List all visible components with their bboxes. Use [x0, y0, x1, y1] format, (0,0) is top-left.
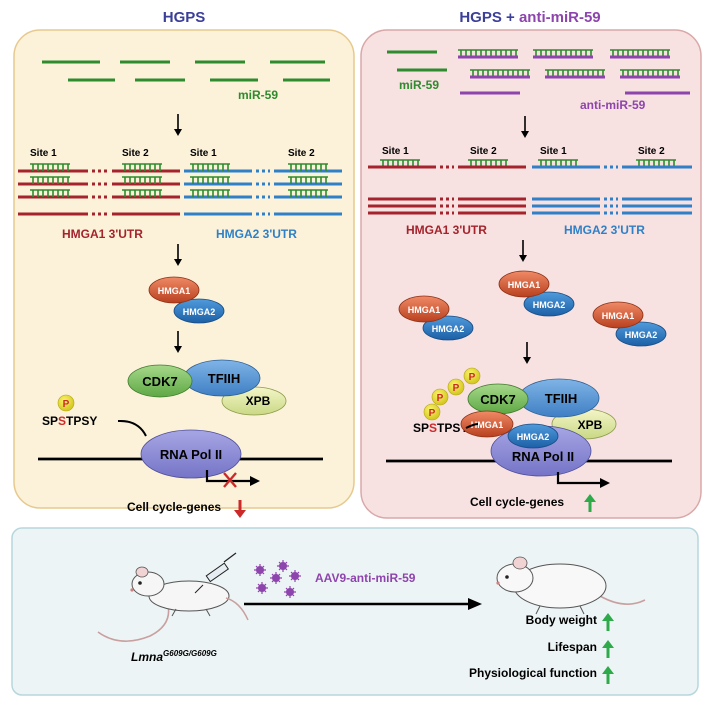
- right-panel-title: HGPS + anti-miR-59: [459, 9, 600, 26]
- right-utr1-label: HMGA1 3'UTR: [406, 223, 487, 237]
- left-cdk7-label: CDK7: [142, 374, 177, 389]
- left-down-arrow-icon: [234, 500, 246, 518]
- left-phospho-p-label: P: [63, 399, 70, 410]
- left-mirna-dashes: [42, 60, 330, 82]
- left-hmga2-label: HMGA2: [183, 307, 216, 317]
- right-hmga1-on-pol: [460, 410, 514, 438]
- left-site1-b: Site 1: [190, 148, 217, 159]
- left-cdk7-protein: [127, 364, 193, 398]
- treatment-label: AAV9-anti-miR-59: [315, 571, 416, 585]
- left-tfiih-label: TFIIH: [208, 371, 241, 386]
- right-utr2-label: HMGA2 3'UTR: [564, 223, 645, 237]
- right-ctd-sequence: SPSTPSY: [413, 421, 468, 435]
- right-anti-label: anti-miR-59: [580, 98, 646, 112]
- right-site1-a: Site 1: [382, 146, 409, 157]
- right-xpb-label: XPB: [578, 418, 603, 432]
- left-hmga1-protein: [148, 276, 200, 304]
- left-arrow-2: [174, 244, 182, 266]
- left-outcome-label: Cell cycle-genes: [127, 500, 221, 514]
- right-hmga2-protein-left: [422, 315, 474, 341]
- right-site1-b: Site 1: [540, 146, 567, 157]
- left-phospho-p: [57, 394, 75, 412]
- right-cdk7-label: CDK7: [480, 392, 515, 407]
- left-panel-title: HGPS: [163, 9, 206, 26]
- right-hmga2-on-pol: [507, 423, 559, 449]
- right-phospho-cluster: P P P P: [423, 367, 481, 421]
- outcome-body-weight: Body weight: [526, 613, 597, 627]
- right-hmga-complex-left: HMGA2 HMGA1: [398, 295, 474, 341]
- right-outcome-label: Cell cycle-genes: [470, 495, 564, 509]
- right-tfiih-label: TFIIH: [545, 391, 578, 406]
- aav-virus-icons: [254, 560, 301, 598]
- right-mirna-label: miR-59: [399, 78, 439, 92]
- right-hmga1-protein-right: [592, 301, 644, 329]
- left-bound-mirna-combs: [30, 163, 328, 197]
- right-hmga2-label-center: HMGA2: [533, 300, 566, 310]
- right-hmga2-label-left: HMGA2: [432, 324, 465, 334]
- right-p-label-1: P: [429, 408, 436, 419]
- right-p-label-2: P: [437, 393, 444, 404]
- left-ctd-sequence: SPSTPSY: [42, 414, 97, 428]
- right-hmga1-protein-center: [498, 270, 550, 298]
- right-hmga2-label-right: HMGA2: [625, 330, 658, 340]
- right-p-label-3: P: [453, 383, 460, 394]
- right-hmga1-on-pol-label: HMGA1: [471, 420, 504, 430]
- left-site2-a: Site 2: [122, 148, 149, 159]
- right-bound-mirna-combs: [380, 159, 676, 167]
- left-xpb-label: XPB: [246, 394, 271, 408]
- right-hmga1-label-center: HMGA1: [508, 280, 541, 290]
- right-ctd-tail: [465, 423, 479, 429]
- right-arrow-1: [521, 116, 529, 138]
- genotype-label: LmnaG609G/G609G: [131, 649, 217, 664]
- left-utr2-label: HMGA2 3'UTR: [216, 227, 297, 241]
- left-pol-ii: [140, 429, 242, 479]
- left-pol-ii-label: RNA Pol II: [160, 447, 222, 462]
- right-hmga1-label-left: HMGA1: [408, 305, 441, 315]
- right-arrow-3: [523, 342, 531, 364]
- right-site2-b: Site 2: [638, 146, 665, 157]
- outcome-lifespan: Lifespan: [548, 640, 597, 654]
- right-hmga2-protein-right: [615, 321, 667, 347]
- left-site1-a: Site 1: [30, 148, 57, 159]
- right-p-label-4: P: [469, 372, 476, 383]
- right-mirna-dashes: [387, 50, 447, 72]
- physiological-up-arrow-icon: [602, 666, 614, 684]
- right-pol-ii-label: RNA Pol II: [512, 449, 574, 464]
- left-tss-arrow: [205, 470, 260, 486]
- left-hmga1-label: HMGA1: [158, 286, 191, 296]
- left-ctd-tail: [117, 419, 147, 437]
- right-hmga2-protein-center: [523, 291, 575, 317]
- left-site2-b: Site 2: [288, 148, 315, 159]
- left-blocked-cross-icon: [223, 472, 237, 488]
- right-arrow-2: [519, 240, 527, 262]
- right-hmga2-on-pol-label: HMGA2: [517, 432, 550, 442]
- right-duplexes: [458, 49, 690, 95]
- right-hmga1-protein-left: [398, 295, 450, 323]
- right-tss-arrow: [556, 472, 610, 488]
- left-mouse-illustration: [97, 566, 249, 642]
- right-hmga1-utr-lines: [368, 165, 526, 215]
- left-arrow-1: [174, 114, 182, 136]
- body-weight-up-arrow-icon: [602, 613, 614, 631]
- right-mouse-illustration: [496, 556, 646, 615]
- right-up-arrow-icon: [584, 494, 596, 512]
- right-site2-a: Site 2: [470, 146, 497, 157]
- left-arrow-3: [174, 331, 182, 353]
- lifespan-up-arrow-icon: [602, 640, 614, 658]
- right-hmga1-label-right: HMGA1: [602, 311, 635, 321]
- right-hmga-complex-right: HMGA2 HMGA1: [592, 301, 667, 347]
- right-hmga2-utr-lines: [532, 165, 692, 215]
- left-mirna-label: miR-59: [238, 88, 278, 102]
- syringe-icon: [194, 552, 237, 594]
- left-hmga2-protein: [173, 298, 225, 324]
- left-utr1-label: HMGA1 3'UTR: [62, 227, 143, 241]
- treatment-arrow: [244, 598, 482, 610]
- right-hmga-complex-center: HMGA2 HMGA1: [498, 270, 575, 317]
- outcome-physiological-function: Physiological function: [469, 666, 597, 680]
